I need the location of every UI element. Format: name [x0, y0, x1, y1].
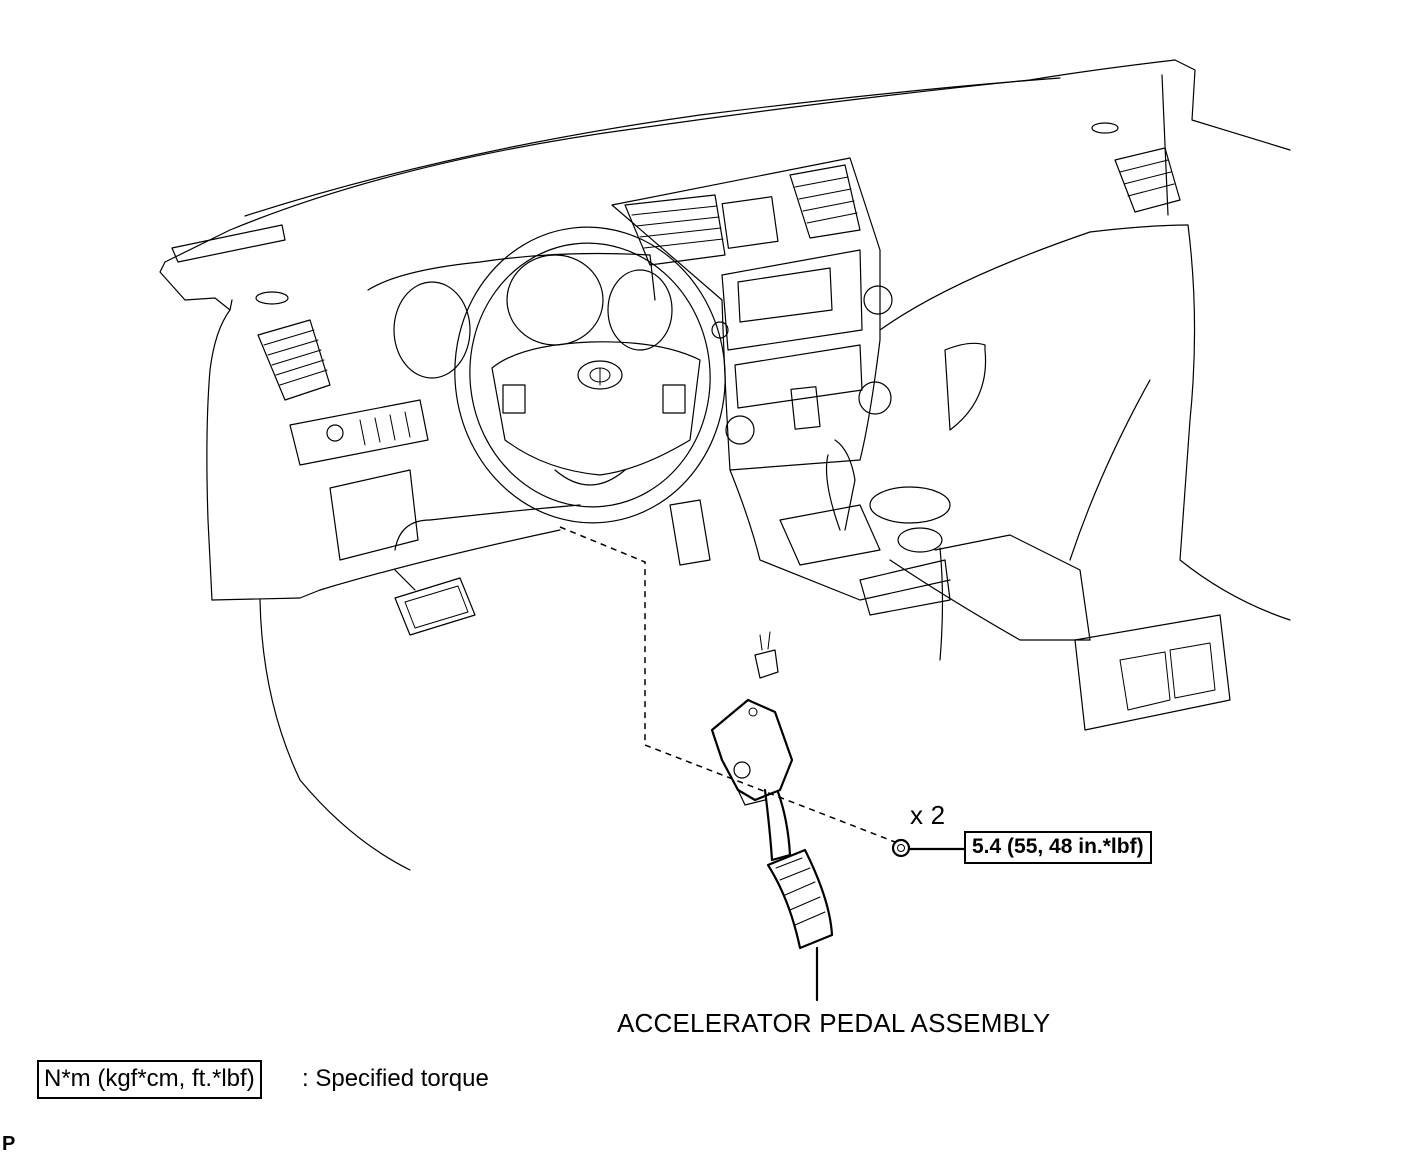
center-left-vent — [624, 194, 726, 266]
dashboard-outline — [159, 59, 1291, 871]
bolt-icon — [891, 838, 911, 858]
left-switch-panel — [289, 399, 429, 561]
center-stack — [611, 157, 893, 471]
left-vent — [255, 291, 331, 401]
legend-unit-box: N*m (kgf*cm, ft.*lbf) — [37, 1060, 262, 1099]
part-name-label: ACCELERATOR PEDAL ASSEMBLY — [617, 1008, 1051, 1038]
quantity-label: x 2 — [910, 800, 946, 830]
mounting-guide-line — [559, 526, 896, 843]
accelerator-pedal — [710, 698, 834, 950]
pedal-connector — [754, 631, 779, 679]
right-vent — [1091, 122, 1181, 213]
steering-wheel — [454, 226, 726, 524]
center-right-vent — [789, 164, 861, 239]
corner-mark: P — [2, 1133, 16, 1155]
brake-pedal — [394, 569, 476, 636]
torque-spec-box: 5.4 (55, 48 in.*lbf) — [964, 831, 1152, 864]
center-console — [669, 342, 1231, 731]
gauge-cluster — [367, 252, 673, 379]
legend-description: : Specified torque — [302, 1065, 489, 1092]
